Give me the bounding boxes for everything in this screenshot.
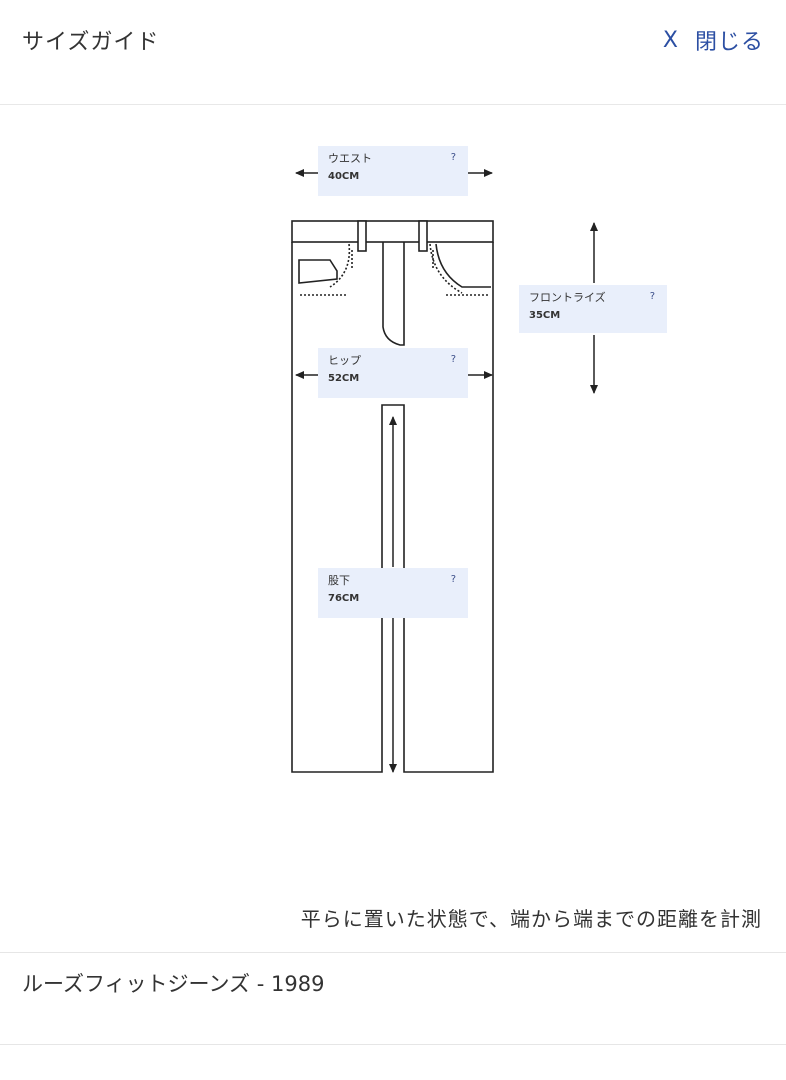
waist-label: ウエスト — [328, 152, 372, 165]
close-label[interactable]: 閉じる — [694, 30, 764, 55]
status-bar — [0, 0, 786, 6]
hip-label: ヒップ — [328, 354, 361, 367]
hip-measure-box[interactable]: ヒップ 52CM ? — [318, 348, 468, 398]
front-rise-measure-box[interactable]: フロントライズ 35CM ? — [519, 285, 667, 333]
front-rise-label: フロントライズ — [529, 291, 606, 304]
page-title: サイズガイド — [22, 30, 160, 55]
inseam-label: 股下 — [328, 574, 350, 587]
inseam-measure-box[interactable]: 股下 76CM ? — [318, 568, 468, 618]
help-icon[interactable]: ? — [450, 152, 456, 163]
waist-value: 40CM — [328, 171, 360, 182]
help-icon[interactable]: ? — [450, 354, 456, 365]
help-icon[interactable]: ? — [649, 291, 655, 302]
product-name: ルーズフィットジーンズ - 1989 — [22, 972, 325, 996]
inseam-value: 76CM — [328, 593, 360, 604]
close-icon[interactable]: X — [662, 27, 679, 53]
hip-value: 52CM — [328, 373, 360, 384]
close-button[interactable]: X 閉じる — [663, 24, 764, 56]
measurement-note: 平らに置いた状態で、端から端までの距離を計測 — [300, 907, 762, 931]
divider — [0, 952, 786, 953]
jeans-illustration — [291, 169, 598, 773]
front-rise-value: 35CM — [529, 310, 561, 321]
header: サイズガイド X 閉じる — [0, 0, 786, 105]
divider — [0, 1044, 786, 1045]
size-diagram: ウエスト 40CM ? フロントライズ 35CM ? ヒップ 52CM ? 股下… — [0, 105, 786, 885]
waist-measure-box[interactable]: ウエスト 40CM ? — [318, 146, 468, 196]
help-icon[interactable]: ? — [450, 574, 456, 585]
